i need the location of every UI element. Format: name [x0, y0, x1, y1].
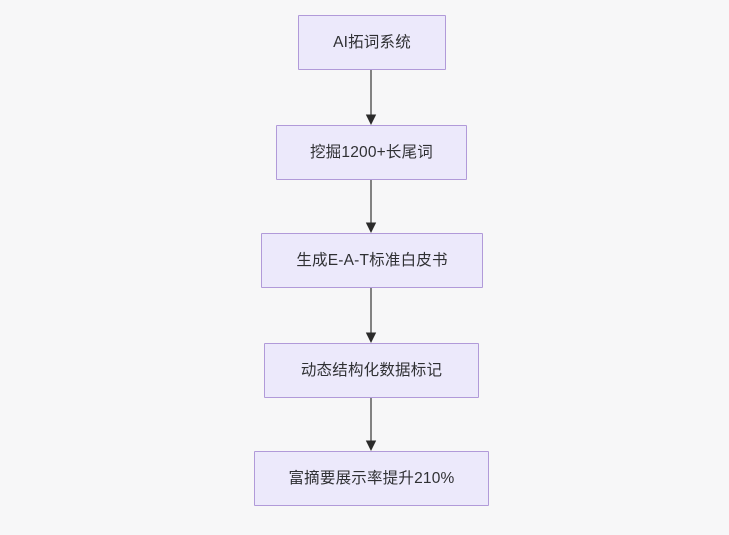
- flow-node-label: 富摘要展示率提升210%: [288, 469, 455, 487]
- flow-node-dynamic-structured-data-markup[interactable]: 动态结构化数据标记: [264, 343, 479, 398]
- flow-node-mine-longtail-keywords[interactable]: 挖掘1200+长尾词: [276, 125, 467, 180]
- flow-node-label: 挖掘1200+长尾词: [309, 143, 434, 161]
- edge-n2-to-n3: [364, 180, 378, 233]
- flow-node-rich-snippet-rate-increase[interactable]: 富摘要展示率提升210%: [254, 451, 489, 506]
- flow-node-label: 生成E-A-T标准白皮书: [296, 251, 448, 269]
- flow-node-label: 动态结构化数据标记: [300, 361, 443, 379]
- edge-n4-to-n5: [364, 398, 378, 451]
- flow-node-generate-eat-whitepaper[interactable]: 生成E-A-T标准白皮书: [261, 233, 483, 288]
- flow-node-label: AI拓词系统: [333, 33, 411, 51]
- edge-n3-to-n4: [364, 288, 378, 343]
- flow-node-ai-keyword-system[interactable]: AI拓词系统: [298, 15, 446, 70]
- edge-n1-to-n2: [364, 70, 378, 125]
